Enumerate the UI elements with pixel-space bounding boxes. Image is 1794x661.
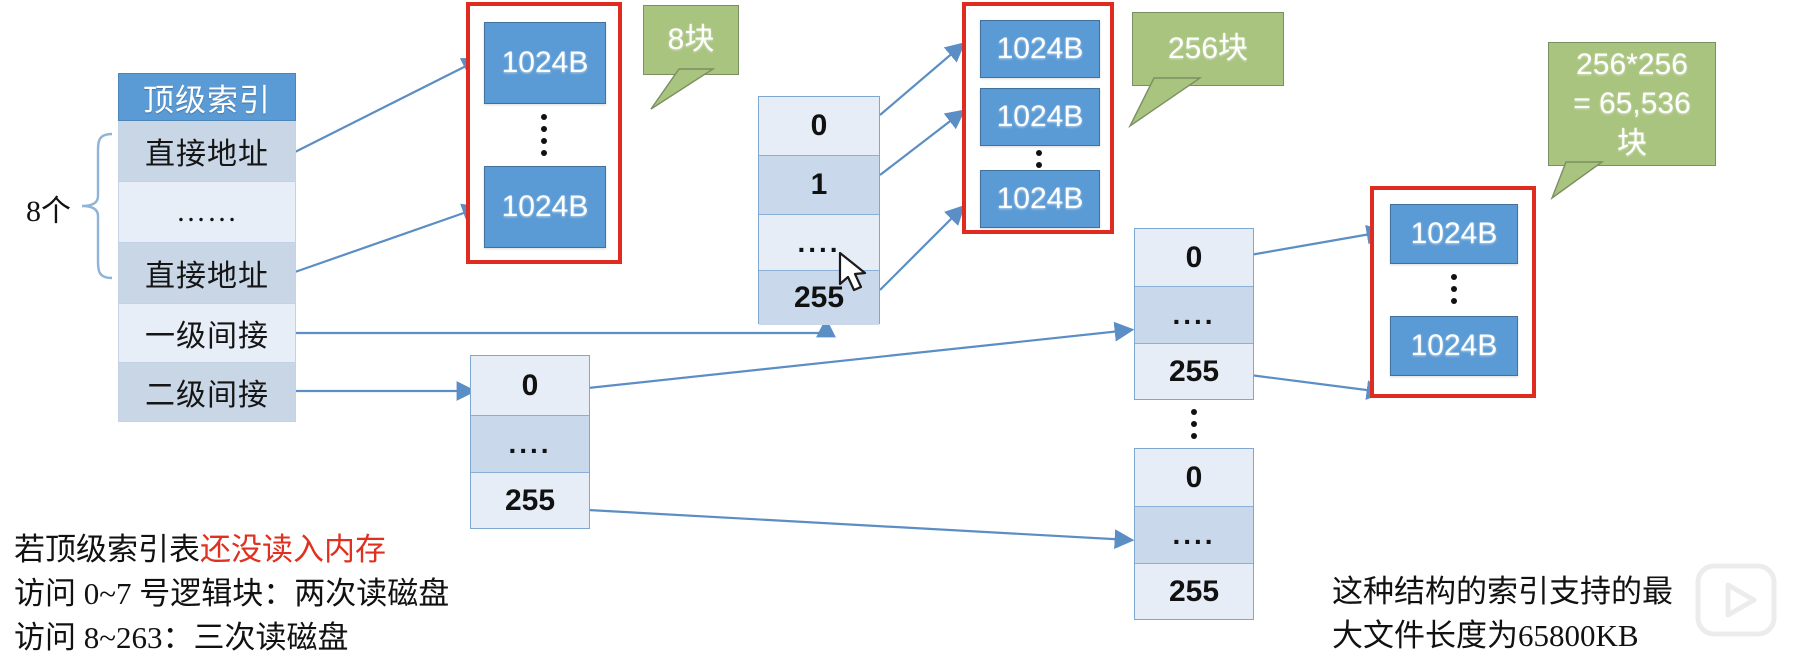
right-note-line-1: 这种结构的索引支持的最: [1332, 574, 1673, 609]
callout-8-blocks: 8块: [643, 5, 739, 75]
table-row[interactable]: ....: [471, 416, 589, 473]
table-row[interactable]: 1: [759, 156, 879, 215]
callout-8-blocks-wrap: 8块: [643, 5, 763, 110]
direct-blocks-group: 1024B 1024B: [466, 2, 622, 264]
vertical-ellipsis-icon: [530, 110, 558, 160]
second-level-table-last: 0 .... 255: [1134, 448, 1254, 620]
index-row-single-indirect[interactable]: 一级间接: [118, 304, 296, 363]
callout-tail: [1128, 77, 1203, 129]
callout-tail: [650, 68, 716, 110]
index-row-direct-8[interactable]: 直接地址: [118, 243, 296, 304]
index-row-ellipsis[interactable]: ……: [118, 182, 296, 243]
callout-65536-line-3: 块: [1617, 126, 1647, 160]
double-indirect-table: 0 .... 255: [470, 355, 590, 529]
note-line-1: 若顶级索引表还没读入内存: [14, 528, 449, 572]
right-note-line-2: 大文件长度为65800KB: [1332, 618, 1639, 654]
top-index-header: 顶级索引: [118, 73, 296, 121]
data-block-1024b[interactable]: 1024B: [980, 20, 1100, 78]
left-notes: 若顶级索引表还没读入内存 访问 0~7 号逻辑块：两次读磁盘 访问 8~263：…: [14, 528, 449, 660]
table-row[interactable]: 0: [1135, 449, 1253, 507]
eight-entries-label: 8个: [26, 195, 71, 228]
table-row[interactable]: 0: [759, 97, 879, 156]
eight-entries-brace: [81, 132, 113, 280]
data-block-1024b[interactable]: 1024B: [1390, 204, 1518, 264]
right-notes: 这种结构的索引支持的最 大文件长度为65800KB: [1332, 570, 1673, 658]
callout-8-blocks-line: 8块: [667, 23, 715, 57]
table-row[interactable]: 255: [1168, 354, 1220, 388]
note-line-2: 访问 0~7 号逻辑块：两次读磁盘: [14, 576, 450, 612]
top-level-index-table: 顶级索引 直接地址 …… 直接地址 一级间接 二级间接: [118, 73, 296, 422]
note-line-1-highlight: 还没读入内存: [200, 532, 386, 567]
callout-65536-blocks-wrap: 256*256 = 65,536 块: [1548, 42, 1748, 207]
table-row[interactable]: 255: [504, 483, 556, 517]
note-line-1-prefix: 若顶级索引表: [14, 532, 200, 567]
play-watermark-icon: [1695, 563, 1777, 637]
callout-65536-line-2: = 65,536: [1573, 87, 1691, 121]
callout-65536-blocks: 256*256 = 65,536 块: [1548, 42, 1716, 166]
table-row[interactable]: ....: [1135, 287, 1253, 344]
callout-65536-line-1: 256*256: [1576, 47, 1688, 81]
note-line-3: 访问 8~263：三次读磁盘: [14, 620, 349, 656]
table-row[interactable]: ....: [759, 215, 879, 271]
index-row-direct-1[interactable]: 直接地址: [118, 121, 296, 182]
callout-tail: [1550, 161, 1605, 200]
vertical-ellipsis-icon: [1180, 406, 1208, 442]
data-block-1024b[interactable]: 1024B: [484, 22, 606, 104]
second-level-table-first: 0 .... 255: [1134, 228, 1254, 400]
data-block-1024b[interactable]: 1024B: [1390, 316, 1518, 376]
table-row[interactable]: 255: [1168, 574, 1220, 608]
data-block-1024b[interactable]: 1024B: [980, 88, 1100, 146]
index-row-double-indirect[interactable]: 二级间接: [118, 363, 296, 422]
double-indirect-blocks-group: 1024B 1024B: [1370, 186, 1536, 398]
single-indirect-blocks-group: 1024B 1024B 1024B: [962, 2, 1114, 234]
callout-256-blocks-line: 256块: [1167, 32, 1249, 66]
table-row[interactable]: 0: [1135, 229, 1253, 287]
table-row[interactable]: 0: [471, 356, 589, 416]
callout-256-blocks-wrap: 256块: [1128, 12, 1302, 132]
data-block-1024b[interactable]: 1024B: [980, 170, 1100, 228]
callout-256-blocks: 256块: [1132, 12, 1284, 86]
table-row[interactable]: ....: [1135, 507, 1253, 564]
vertical-ellipsis-icon: [1440, 272, 1468, 306]
data-block-1024b[interactable]: 1024B: [484, 166, 606, 248]
mouse-pointer: [838, 252, 867, 292]
table-row[interactable]: 255: [759, 271, 879, 325]
